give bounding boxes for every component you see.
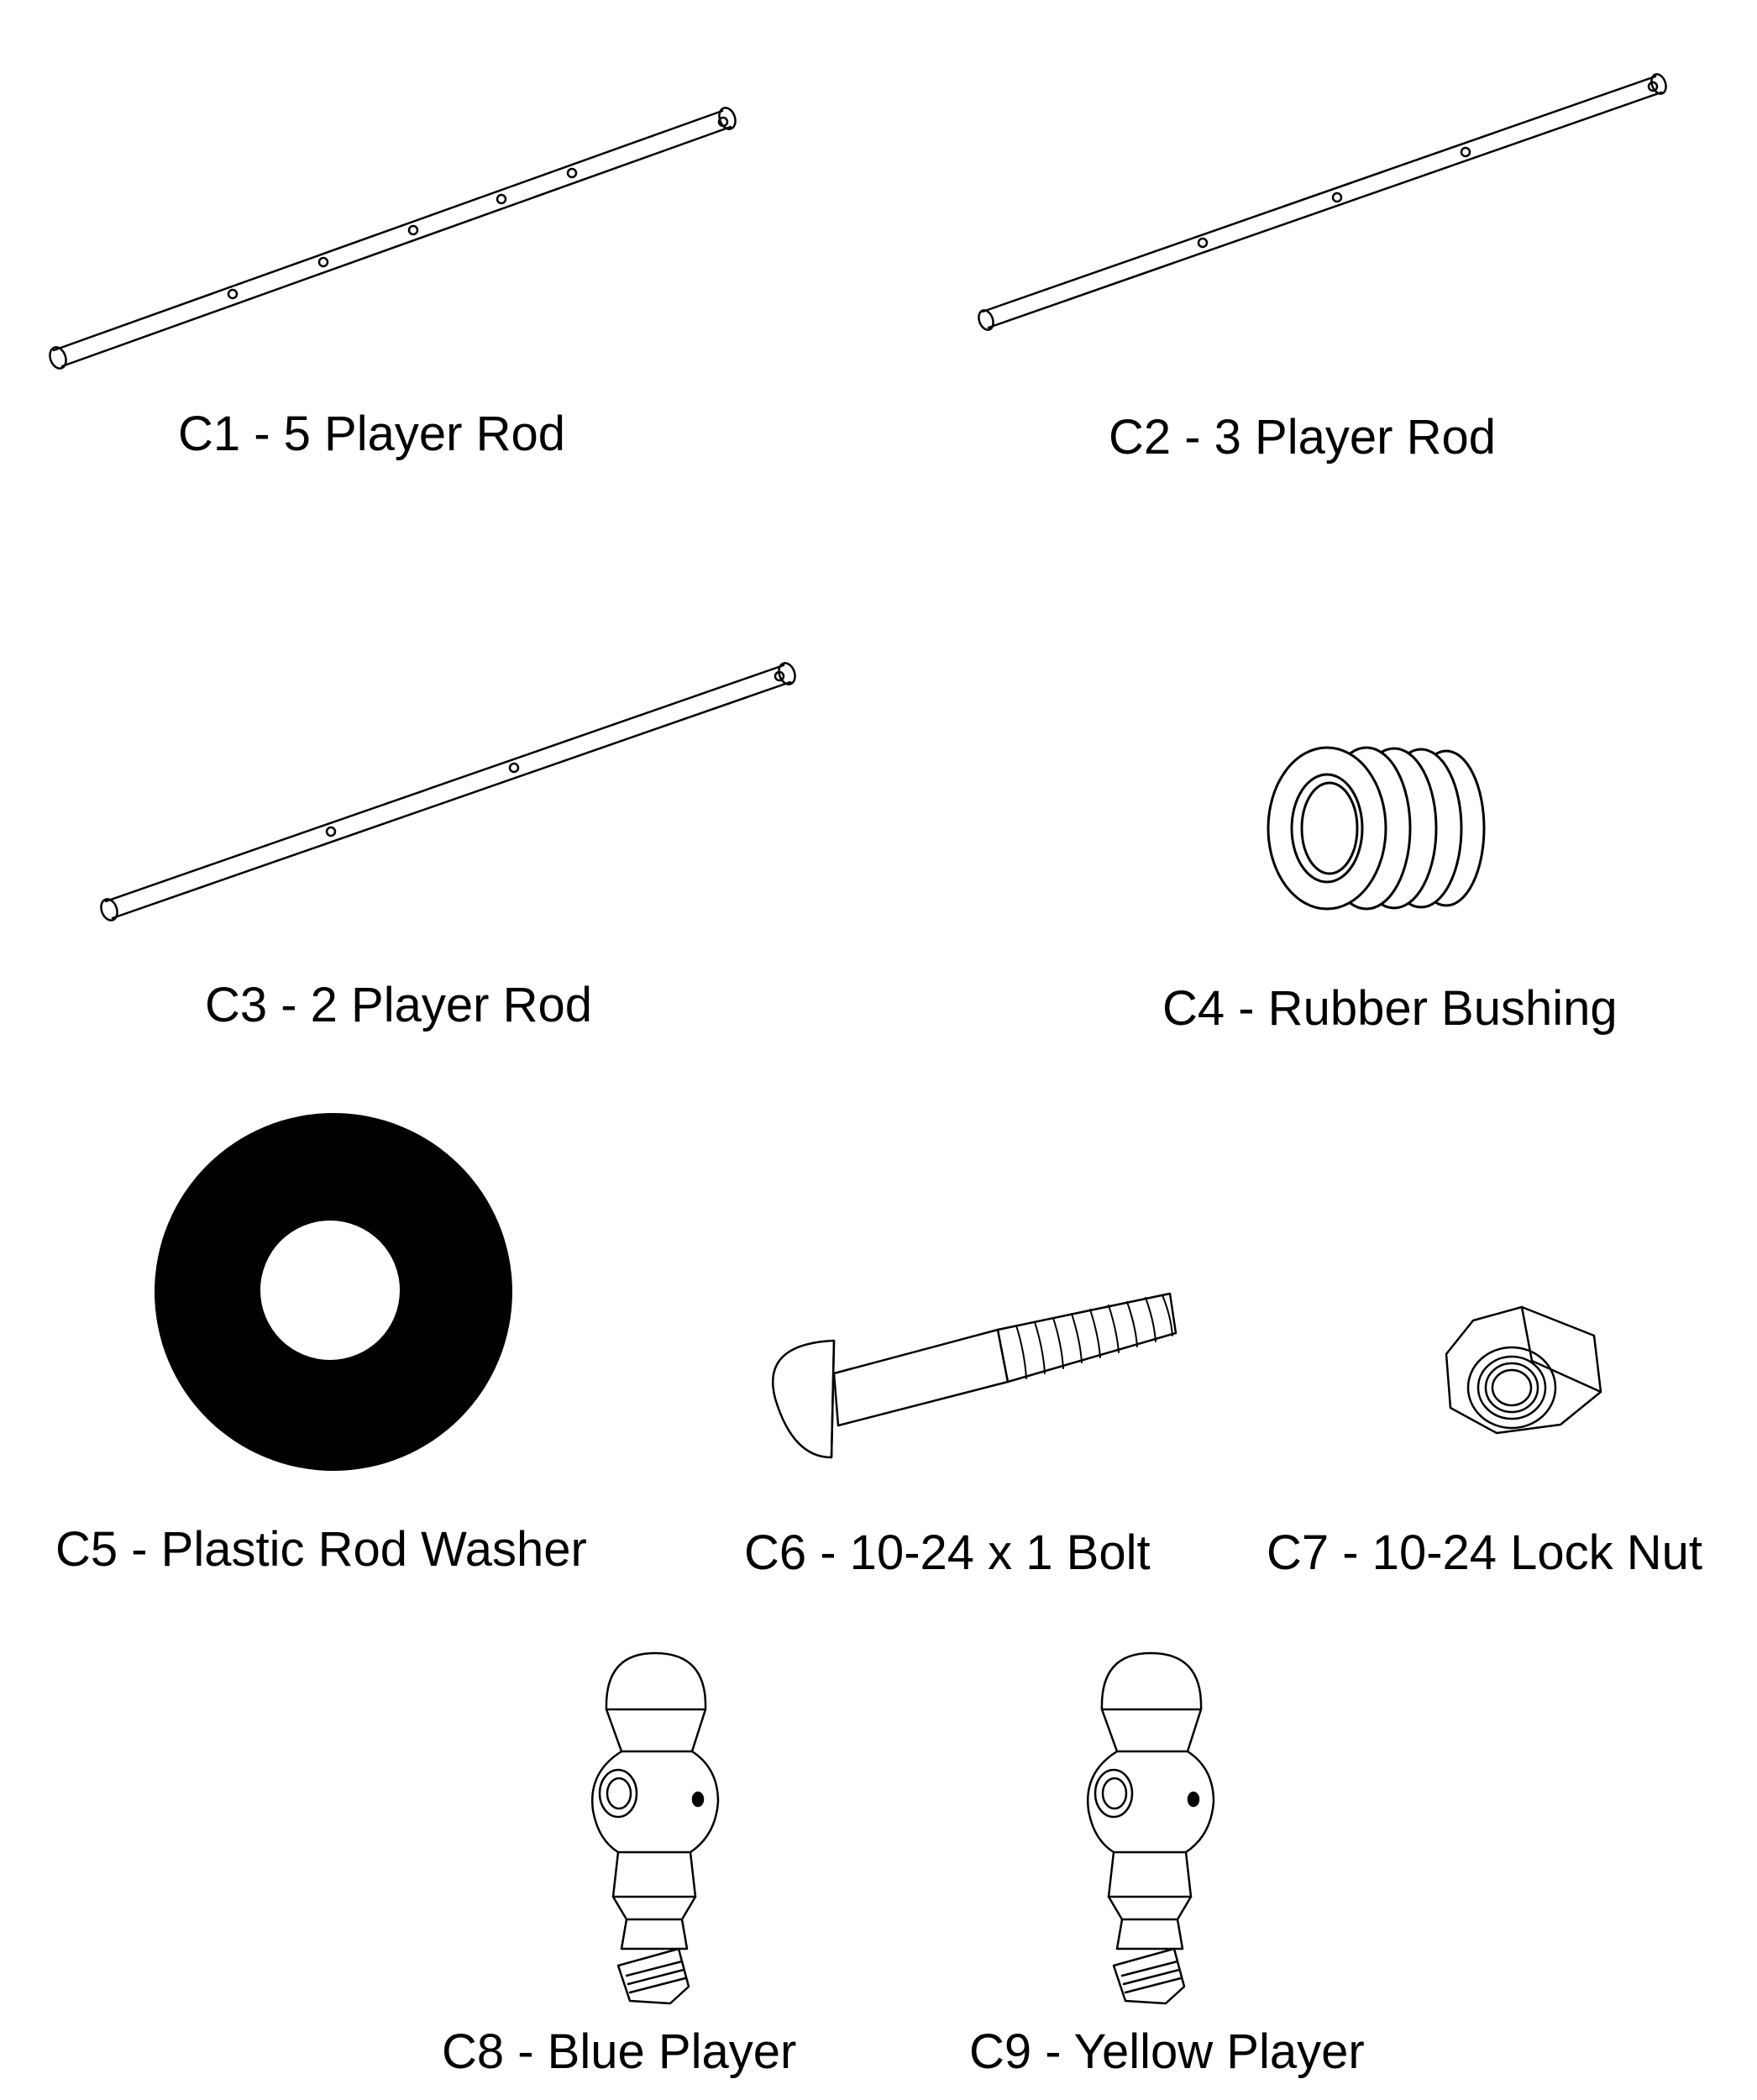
label-c5-plastic-rod-washer: C5 - Plastic Rod Washer bbox=[55, 1522, 587, 1577]
label-c9-yellow-player: C9 - Yellow Player bbox=[969, 2024, 1365, 2079]
two-player-rod-illustration bbox=[100, 662, 796, 921]
label-c3-two-player-rod: C3 - 2 Player Rod bbox=[205, 978, 592, 1032]
label-c2-three-player-rod: C2 - 3 Player Rod bbox=[1109, 410, 1496, 465]
three-player-rod-illustration bbox=[978, 73, 1667, 331]
yellow-player-illustration bbox=[1087, 1651, 1215, 2005]
lock-nut-illustration bbox=[1445, 1305, 1602, 1435]
label-c1-five-player-rod: C1 - 5 Player Rod bbox=[178, 407, 565, 461]
blue-player-illustration bbox=[591, 1651, 720, 2005]
bolt-illustration bbox=[771, 1292, 1177, 1459]
plastic-rod-washer-illustration bbox=[155, 1113, 512, 1471]
label-c8-blue-player: C8 - Blue Player bbox=[442, 2024, 797, 2079]
label-c4-rubber-bushing: C4 - Rubber Bushing bbox=[1162, 981, 1618, 1036]
label-c7-lock-nut: C7 - 10-24 Lock Nut bbox=[1267, 1525, 1703, 1580]
label-c6-bolt: C6 - 10-24 x 1 Bolt bbox=[744, 1525, 1151, 1580]
rubber-bushing-illustration bbox=[1267, 746, 1486, 911]
five-player-rod-illustration bbox=[49, 107, 737, 370]
